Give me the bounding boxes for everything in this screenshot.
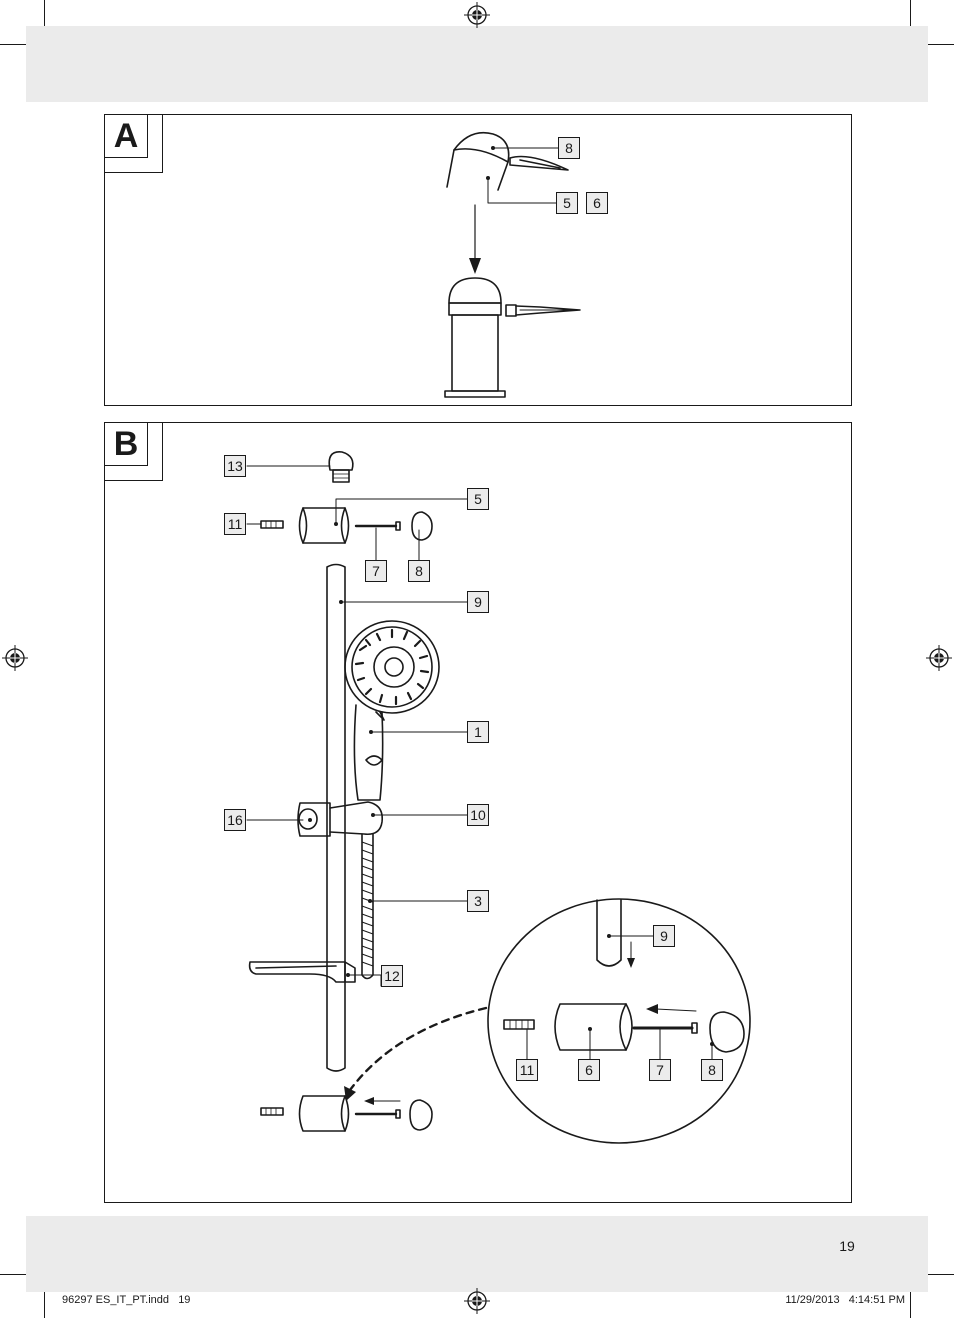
callout-b-12: 12 <box>381 965 403 987</box>
crop-mark-icon <box>44 1292 45 1318</box>
crop-mark-icon <box>44 0 45 26</box>
callout-b-1: 1 <box>467 721 489 743</box>
soap-dish <box>248 961 356 983</box>
footer-band <box>26 1216 928 1292</box>
callout-detail-9: 9 <box>653 925 675 947</box>
print-timestamp: 11/29/2013 4:14:51 PM <box>785 1294 905 1306</box>
callout-detail-7: 7 <box>649 1059 671 1081</box>
top-mount-holder <box>298 507 350 544</box>
panel-b-tab: B <box>105 423 163 481</box>
callout-b-5: 5 <box>467 488 489 510</box>
panel-a-label: A <box>105 115 148 158</box>
crop-mark-icon <box>928 44 954 45</box>
callout-b-8: 8 <box>408 560 430 582</box>
shower-head <box>344 620 440 801</box>
top-mount-screw <box>354 521 401 531</box>
detail-holder <box>554 1003 633 1051</box>
callout-b-13: 13 <box>224 455 246 477</box>
file-slug: 96297 ES_IT_PT.indd 19 <box>62 1294 191 1306</box>
callout-detail-11: 11 <box>516 1059 538 1081</box>
panel-b-label: B <box>105 423 148 466</box>
callout-b-3: 3 <box>467 890 489 912</box>
callout-detail-8: 8 <box>701 1059 723 1081</box>
crop-mark-icon <box>910 0 911 26</box>
callout-b-16: 16 <box>224 809 246 831</box>
callout-a-6: 6 <box>586 192 608 214</box>
detail-dowel <box>503 1019 535 1030</box>
page-number: 19 <box>839 1238 855 1254</box>
detail-cap <box>709 1011 745 1053</box>
screw-horizontal <box>505 304 581 317</box>
crop-mark-icon <box>928 1274 954 1275</box>
hose-connector <box>328 451 354 483</box>
callout-detail-6: 6 <box>578 1059 600 1081</box>
bottom-mount-holder <box>298 1095 350 1132</box>
callout-b-7: 7 <box>365 560 387 582</box>
crop-mark-icon <box>0 44 26 45</box>
header-band <box>26 26 928 102</box>
rail-slider <box>297 801 384 837</box>
crop-mark-icon <box>910 1292 911 1318</box>
detail-view <box>487 898 751 1144</box>
callout-b-9: 9 <box>467 591 489 613</box>
shower-hose <box>361 833 374 980</box>
screw-tilted <box>509 155 569 171</box>
callout-b-11: 11 <box>224 513 246 535</box>
bottom-mount-dowel <box>260 1107 284 1116</box>
top-mount-dowel <box>260 520 284 529</box>
assembled-holder <box>444 277 506 398</box>
detail-rail <box>596 899 622 967</box>
crop-mark-icon <box>0 1274 26 1275</box>
slide-rail <box>326 563 346 1072</box>
top-mount-cap <box>411 511 433 541</box>
callout-b-10: 10 <box>467 804 489 826</box>
callout-a-8: 8 <box>558 137 580 159</box>
callout-a-5: 5 <box>556 192 578 214</box>
detail-arrow <box>348 1006 488 1092</box>
panel-a-tab: A <box>105 115 163 173</box>
wall-holder-with-cap <box>446 131 510 191</box>
